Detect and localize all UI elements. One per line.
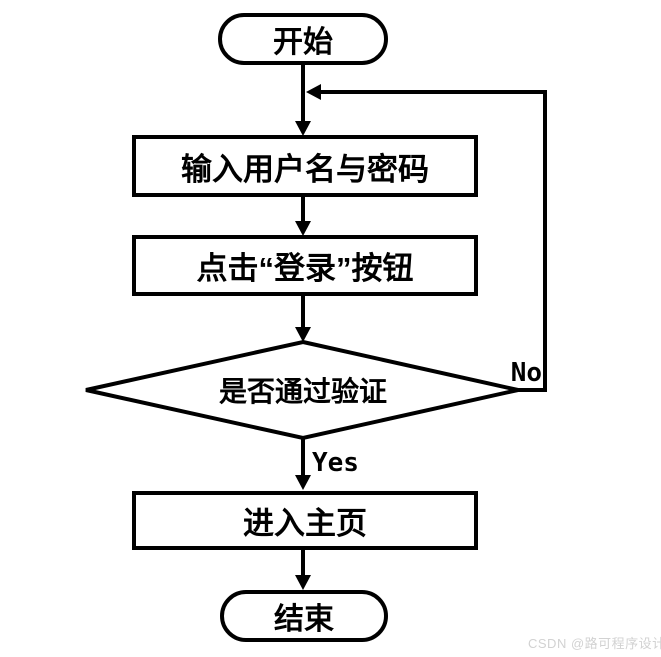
start-node: 开始 (218, 13, 388, 65)
end-node: 结束 (220, 590, 388, 642)
decision-verify-label: 是否通过验证 (218, 376, 387, 407)
process-input-credentials: 输入用户名与密码 (132, 135, 478, 197)
process-enter-home: 进入主页 (132, 491, 478, 550)
csdn-watermark: CSDN @路可程序设计 (528, 636, 661, 651)
edge-label-no: No (510, 358, 542, 388)
arrowhead-into-click (295, 221, 311, 236)
edge-no-loop (320, 90, 547, 392)
decision-diamond-shape (85, 339, 519, 441)
arrowhead-into-end (295, 575, 311, 590)
edge-label-yes: Yes (312, 448, 359, 478)
process-click-login: 点击“登录”按钮 (132, 235, 478, 296)
arrowhead-into-decision (295, 327, 311, 342)
arrowhead-no-loop (306, 84, 321, 100)
arrowhead-into-input (295, 121, 311, 136)
arrowhead-into-home (295, 475, 311, 490)
